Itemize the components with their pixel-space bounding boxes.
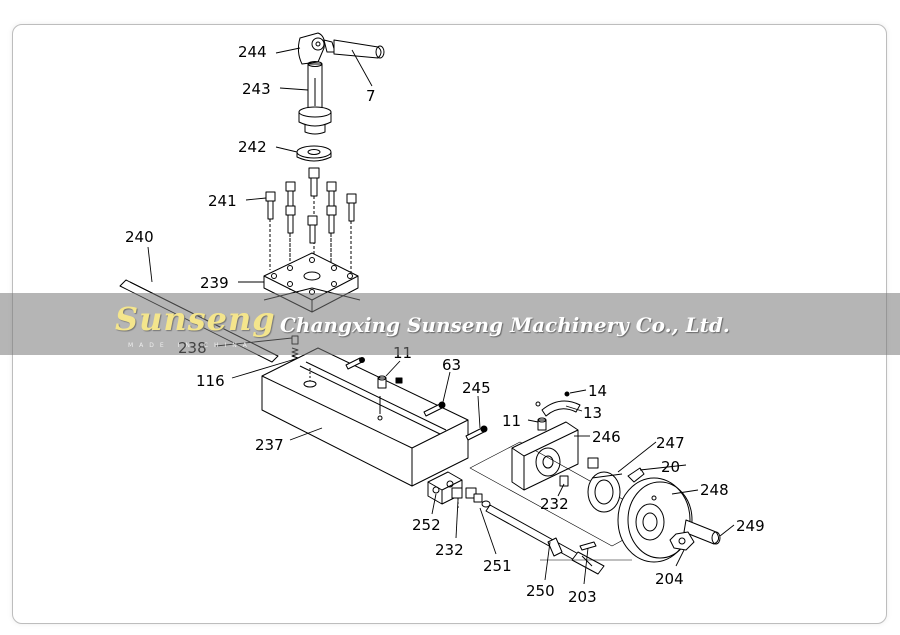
part-203-key [579, 541, 597, 551]
part-63-screw [423, 401, 446, 417]
label-250: 250 [526, 582, 555, 600]
part-246-bracket [511, 421, 579, 491]
label-245: 245 [462, 379, 491, 397]
part-center-bolt [308, 167, 320, 262]
part-250-leadscrew [485, 504, 605, 575]
part-11-screw-bracket [537, 417, 547, 431]
part-242-washer [296, 145, 332, 162]
label-14: 14 [588, 382, 607, 400]
label-246: 246 [592, 428, 621, 446]
label-232-right: 232 [540, 495, 569, 513]
label-63: 63 [442, 356, 461, 374]
part-245-screw [465, 425, 488, 441]
part-237-base [261, 347, 469, 487]
part-232-screw-right [559, 457, 599, 487]
label-232-left: 232 [435, 541, 464, 559]
part-243-shaft [298, 61, 332, 135]
label-13: 13 [583, 404, 602, 422]
part-14-pin [564, 391, 570, 397]
label-251: 251 [483, 557, 512, 575]
watermark-banner [0, 293, 900, 355]
part-20-key [627, 467, 645, 483]
part-244-handle-block [297, 32, 325, 65]
part-13-dial-segment [535, 400, 581, 417]
part-249-handle [683, 519, 721, 545]
part-small-screw [345, 357, 365, 370]
label-203: 203 [568, 588, 597, 606]
label-252: 252 [412, 516, 441, 534]
label-249: 249 [736, 517, 765, 535]
label-204: 204 [655, 570, 684, 588]
label-244: 244 [238, 43, 267, 61]
label-20: 20 [661, 458, 680, 476]
part-251-washer [481, 500, 491, 508]
label-241: 241 [208, 192, 237, 210]
label-237: 237 [255, 436, 284, 454]
watermark-company-name: Changxing Sunseng Machinery Co., Ltd. [280, 313, 730, 337]
part-232-screws-left [451, 487, 483, 510]
label-240: 240 [125, 228, 154, 246]
label-116: 116 [196, 372, 225, 390]
part-247-collar [587, 471, 623, 513]
part-7-handle-grip [323, 39, 385, 59]
label-248: 248 [700, 481, 729, 499]
label-7: 7 [366, 87, 376, 105]
watermark-tagline: MADE IN CHINA [128, 342, 253, 349]
leader-lines [147, 47, 735, 585]
label-242: 242 [238, 138, 267, 156]
label-243: 243 [242, 80, 271, 98]
label-239: 239 [200, 274, 229, 292]
part-11-screw-top [377, 375, 403, 389]
label-247: 247 [656, 434, 685, 452]
watermark-logo: Sunseng [115, 300, 276, 338]
label-11-bracket: 11 [502, 412, 521, 430]
part-239-tool-post [263, 252, 361, 313]
part-204-nut [669, 531, 695, 551]
